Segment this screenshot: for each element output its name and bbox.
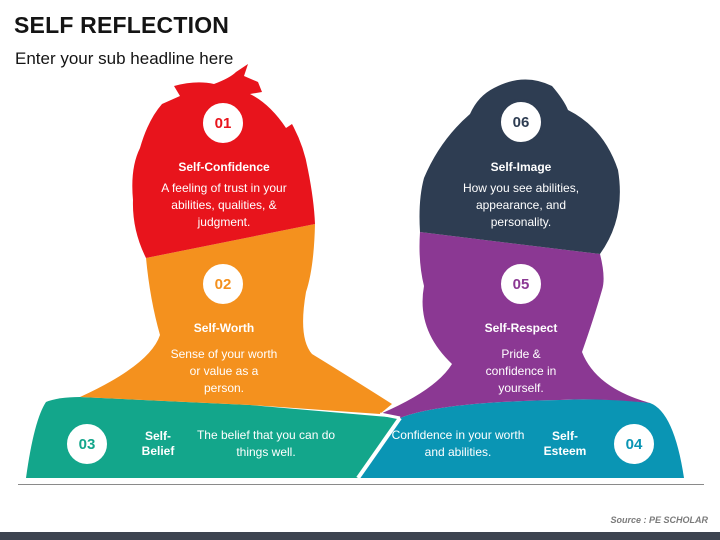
neck-divider — [379, 412, 401, 420]
navy-hair-shape — [419, 79, 620, 254]
shoulder-divider — [356, 416, 402, 480]
blue-shoulders-shape — [358, 399, 684, 478]
segment-heading-self-belief: Self-Belief — [141, 429, 175, 458]
segment-description-self-confidence: A feeling of trust in your abilities, qu… — [161, 181, 287, 229]
segment-heading-self-confidence: Self-Confidence — [178, 160, 270, 174]
slide-subtitle: Enter your sub headline here — [15, 49, 234, 68]
segment-description-self-belief: The belief that you can do things well. — [196, 428, 336, 459]
number-badge-01: 01 — [200, 100, 246, 146]
number-badge-06: 06 — [498, 99, 544, 145]
bottom-divider-line — [18, 484, 704, 485]
number-badge-02: 02 — [200, 261, 246, 307]
orange-head-shape — [80, 224, 392, 414]
segment-description-self-worth: Sense of your worth or value as a person… — [170, 347, 278, 395]
segment-description-self-image: How you see abilities, appearance, and p… — [462, 181, 580, 229]
segment-heading-self-esteem: Self-Esteem — [543, 429, 587, 458]
footer-bar — [0, 532, 720, 540]
number-badge-03: 03 — [64, 421, 110, 467]
red-hair-shape — [132, 64, 315, 258]
segment-heading-self-respect: Self-Respect — [484, 321, 558, 335]
teal-shoulders-shape — [26, 397, 400, 478]
slide-title: SELF REFLECTION — [14, 12, 230, 38]
purple-head-shape — [380, 232, 650, 418]
segment-heading-self-image: Self-Image — [490, 160, 552, 174]
number-badge-04: 04 — [611, 421, 657, 467]
segment-heading-self-worth: Self-Worth — [193, 321, 255, 335]
segment-description-self-respect: Pride & confidence in yourself. — [485, 347, 557, 395]
number-badge-05: 05 — [498, 261, 544, 307]
source-credit: Source : PE SCHOLAR — [610, 515, 708, 525]
segment-description-self-esteem: Confidence in your worth and abilities. — [391, 428, 525, 459]
